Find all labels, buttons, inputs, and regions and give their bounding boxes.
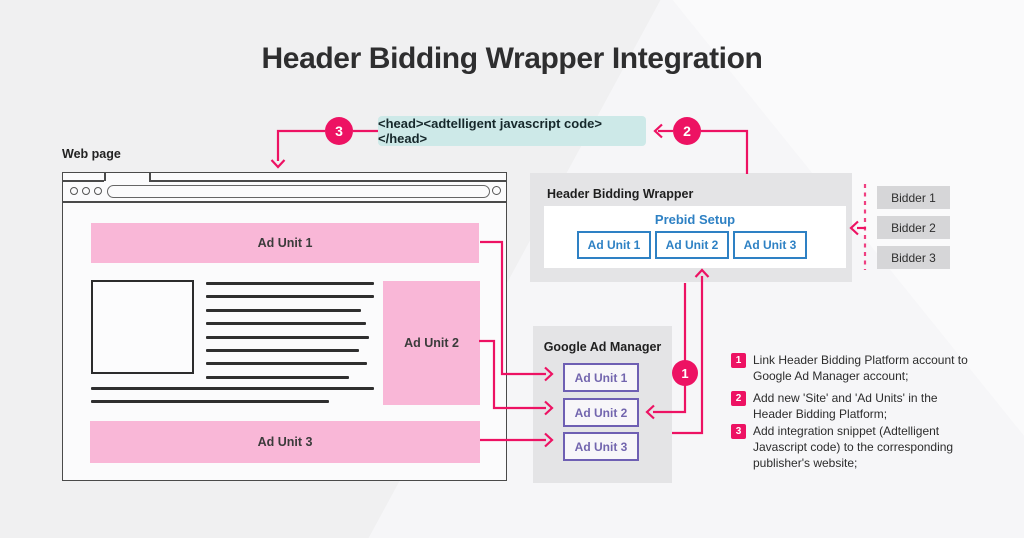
gam-title: Google Ad Manager (543, 340, 662, 354)
article-text-line (206, 376, 349, 379)
prebid-ad-units: Ad Unit 1 Ad Unit 2 Ad Unit 3 (577, 231, 807, 259)
bidder-3-box: Bidder 3 (877, 246, 950, 269)
prebid-setup-title: Prebid Setup (654, 212, 736, 227)
browser-tab-edge (149, 173, 151, 181)
step-1-text: Link Header Bidding Platform account to … (753, 352, 983, 384)
browser-toolbar-divider (63, 201, 506, 203)
browser-url-bar (107, 185, 490, 198)
browser-circle-icon (70, 187, 78, 195)
page-title: Header Bidding Wrapper Integration (261, 42, 763, 75)
arrowhead-left-icon (653, 123, 663, 139)
webpage-ad-unit-3: Ad Unit 3 (90, 421, 480, 463)
header-bidding-wrapper-box: Header Bidding Wrapper Prebid Setup Ad U… (530, 173, 852, 282)
article-text-line (206, 322, 366, 325)
gam-ad-unit-2: Ad Unit 2 (563, 398, 639, 427)
article-text-line (91, 400, 329, 403)
article-text-line (206, 336, 369, 339)
prebid-ad-unit-2: Ad Unit 2 (655, 231, 729, 259)
code-snippet-text: <head><adtelligent javascript code></hea… (378, 116, 602, 146)
browser-circle-icon (82, 187, 90, 195)
webpage-ad-unit-1: Ad Unit 1 (91, 223, 479, 263)
step-marker-2-circle: 2 (673, 117, 701, 145)
step-3-line-2: Javascript code) to the corresponding (753, 440, 954, 454)
connector-marker2-to-wrapper (701, 129, 749, 174)
connector-gam-to-wrapper (672, 276, 704, 435)
article-text-line (91, 387, 374, 390)
step-3-text: Add integration snippet (Adtelligent Jav… (753, 423, 983, 471)
webpage-ad-unit-2: Ad Unit 2 (383, 281, 480, 405)
step-marker-1-circle: 1 (672, 360, 698, 386)
webpage-label: Web page (62, 147, 121, 161)
step-2-text: Add new 'Site' and 'Ad Units' in the Hea… (753, 390, 983, 422)
arrowhead-left-icon (849, 220, 859, 236)
browser-tab-edge (104, 173, 106, 181)
prebid-setup-box: Prebid Setup Ad Unit 1 Ad Unit 2 Ad Unit… (544, 206, 846, 268)
article-image-placeholder (91, 280, 194, 374)
bidder-1-box: Bidder 1 (877, 186, 950, 209)
browser-window: Ad Unit 1 Ad Unit 2 Ad Unit 3 (62, 172, 507, 481)
code-snippet-box: <head><adtelligent javascript code></hea… (378, 116, 646, 146)
article-text-line (206, 349, 359, 352)
bidder-2-box: Bidder 2 (877, 216, 950, 239)
google-ad-manager-box: Google Ad Manager Ad Unit 1 Ad Unit 2 Ad… (533, 326, 672, 483)
prebid-ad-unit-1: Ad Unit 1 (577, 231, 651, 259)
article-text-line (206, 282, 374, 285)
step-2-number-badge: 2 (731, 391, 746, 406)
gam-ad-unit-3: Ad Unit 3 (563, 432, 639, 461)
step-3-number-badge: 3 (731, 424, 746, 439)
gam-ad-unit-1: Ad Unit 1 (563, 363, 639, 392)
connector-marker3-to-webpage (276, 129, 325, 161)
step-2-line-2: Header Bidding Platform; (753, 407, 888, 421)
step-2-line-1: Add new 'Site' and 'Ad Units' in the (753, 391, 938, 405)
wrapper-title: Header Bidding Wrapper (547, 187, 694, 201)
article-text-line (206, 309, 361, 312)
step-marker-3-circle: 3 (325, 117, 353, 145)
article-text-line (206, 295, 374, 298)
step-3-line-1: Add integration snippet (Adtelligent (753, 424, 940, 438)
browser-circle-icon (94, 187, 102, 195)
article-text-line (206, 362, 367, 365)
step-1-number-badge: 1 (731, 353, 746, 368)
browser-tabbar-line (149, 180, 506, 182)
browser-circle-icon (492, 186, 501, 195)
prebid-ad-unit-3: Ad Unit 3 (733, 231, 807, 259)
step-1-line-1: Link Header Bidding Platform account to (753, 353, 968, 367)
arrowhead-down-icon (270, 159, 286, 169)
browser-tabbar-line (63, 180, 104, 182)
step-3-line-3: publisher's website; (753, 456, 858, 470)
step-1-line-2: Google Ad Manager account; (753, 369, 909, 383)
